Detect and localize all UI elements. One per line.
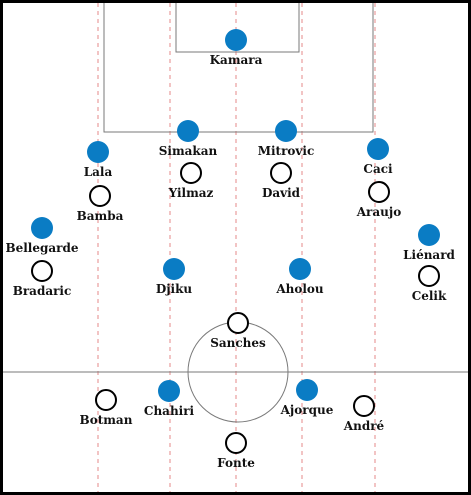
player-name: Aholou (276, 282, 324, 296)
player-name: Mitrovic (257, 144, 315, 158)
home-player-dot (289, 258, 311, 280)
home-player-dot (158, 380, 180, 402)
player-name: Yilmaz (168, 186, 214, 200)
home-player-dot (225, 29, 247, 51)
away-player-dot (180, 162, 202, 184)
player-name: Djiku (155, 282, 193, 296)
player-name: Bamba (76, 209, 124, 223)
player-name: Chahiri (143, 404, 195, 418)
player-name: Botman (79, 413, 133, 427)
penalty-area (103, 3, 374, 133)
player-name: Kamara (209, 53, 263, 67)
player-name: Ajorque (280, 403, 334, 417)
player-name: Lala (83, 165, 113, 179)
away-player-dot (95, 389, 117, 411)
home-player-dot (163, 258, 185, 280)
away-player-dot (418, 265, 440, 287)
away-player-dot (368, 181, 390, 203)
away-player-dot (31, 260, 53, 282)
away-player-dot (353, 395, 375, 417)
home-player-dot (275, 120, 297, 142)
player-name: Liénard (403, 248, 455, 262)
home-player-dot (31, 217, 53, 239)
goal-area (175, 3, 300, 53)
home-player-dot (177, 120, 199, 142)
home-player-dot (87, 141, 109, 163)
player-name: Simakan (158, 144, 218, 158)
player-name: Caci (363, 162, 393, 176)
player-name: Sanches (210, 336, 266, 350)
home-player-dot (367, 138, 389, 160)
home-player-dot (296, 379, 318, 401)
player-name: Araujo (356, 205, 402, 219)
away-player-dot (89, 185, 111, 207)
away-player-dot (227, 312, 249, 334)
away-player-dot (225, 432, 247, 454)
player-name: Celik (411, 289, 447, 303)
player-name: Bellegarde (5, 241, 79, 255)
player-name: Bradaric (12, 284, 72, 298)
home-player-dot (418, 224, 440, 246)
player-name: André (343, 419, 385, 433)
player-name: David (261, 186, 301, 200)
player-name: Fonte (217, 456, 255, 470)
away-player-dot (270, 162, 292, 184)
